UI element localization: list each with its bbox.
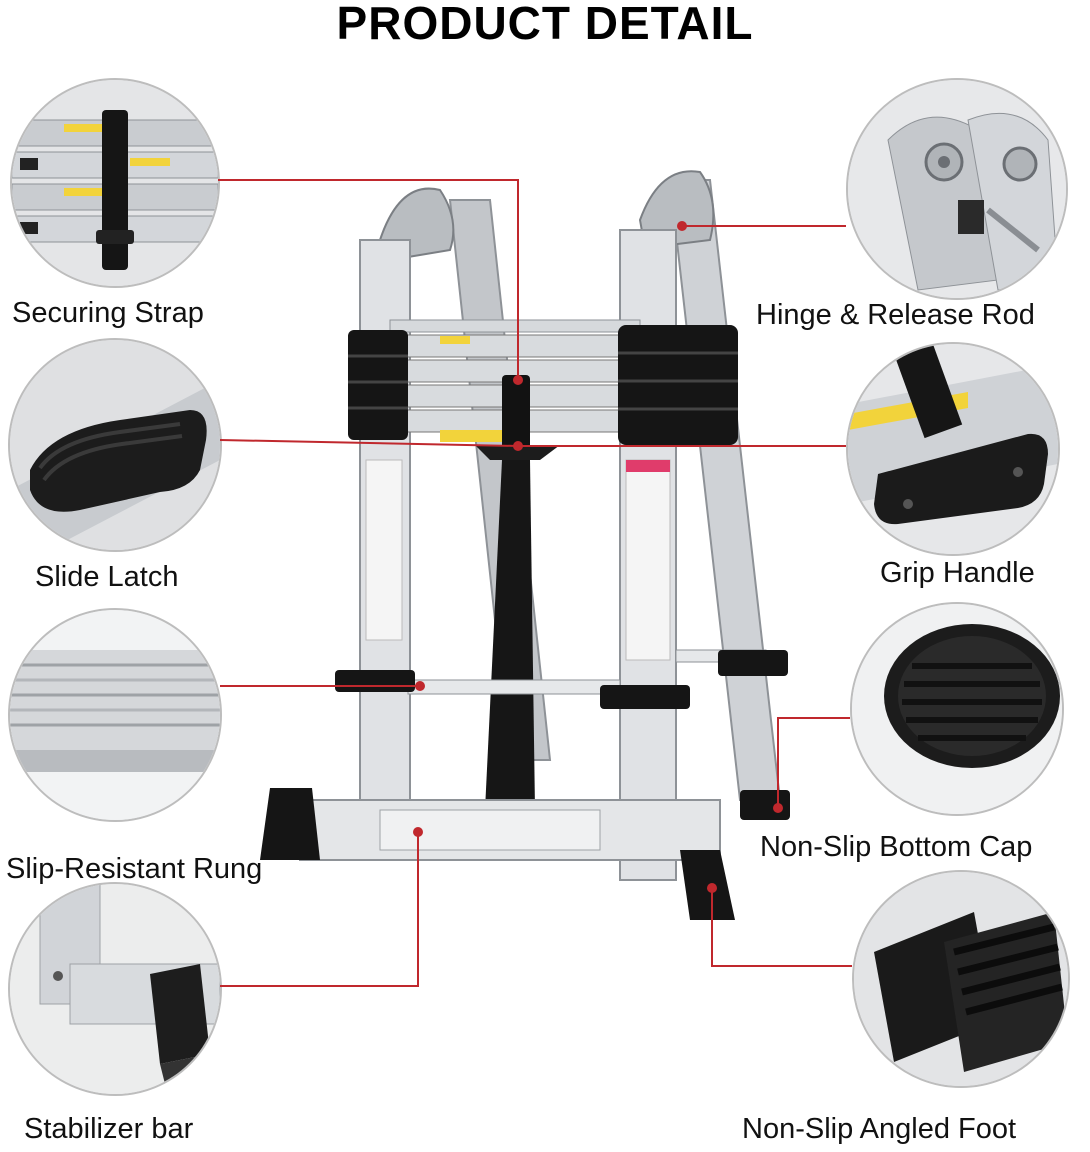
stabilizer-bar-label: Stabilizer bar — [24, 1113, 194, 1145]
non-slip-angled-foot-label: Non-Slip Angled Foot — [742, 1113, 1017, 1145]
securing-strap-photo — [10, 78, 220, 288]
grip-handle-illustration — [848, 344, 1058, 554]
stabilizer-bar-illustration — [10, 884, 220, 1094]
bottom-cap-right — [740, 790, 790, 820]
foot-right — [680, 850, 735, 920]
grip-handle-label: Grip Handle — [880, 557, 1035, 589]
stabilizer-bar-photo — [8, 882, 222, 1096]
middle-rung — [407, 679, 621, 695]
top-frame — [389, 319, 641, 333]
clamp-stack-left — [348, 330, 408, 440]
non-slip-bottom-cap-illustration — [852, 604, 1062, 814]
ladder-illustration — [260, 170, 790, 920]
slip-resistant-rung-illustration — [10, 610, 220, 820]
securing-strap-illustration — [12, 80, 218, 286]
non-slip-bottom-cap-label: Non-Slip Bottom Cap — [760, 831, 1033, 863]
hinge-release-rod-label: Hinge & Release Rod — [756, 299, 1035, 331]
grip-handle-photo — [846, 342, 1060, 556]
strap-hanging — [485, 460, 535, 810]
non-slip-angled-foot-illustration — [854, 872, 1068, 1086]
slip-resistant-rung-photo — [8, 608, 222, 822]
slide-latch-photo — [8, 338, 222, 552]
securing-strap-label: Securing Strap — [12, 297, 204, 329]
non-slip-angled-foot-photo — [852, 870, 1070, 1088]
hinge-release-rod-illustration — [848, 80, 1066, 298]
non-slip-bottom-cap-photo — [850, 602, 1064, 816]
slide-latch-illustration — [10, 340, 220, 550]
foot-left — [260, 788, 320, 860]
slip-resistant-rung-label: Slip-Resistant Rung — [6, 853, 263, 885]
slide-latch-label: Slide Latch — [35, 561, 179, 593]
page-title: PRODUCT DETAIL — [336, 0, 754, 49]
hinge-release-rod-photo — [846, 78, 1068, 300]
hinge-right — [638, 170, 715, 250]
clamp-stack-right — [618, 325, 738, 445]
